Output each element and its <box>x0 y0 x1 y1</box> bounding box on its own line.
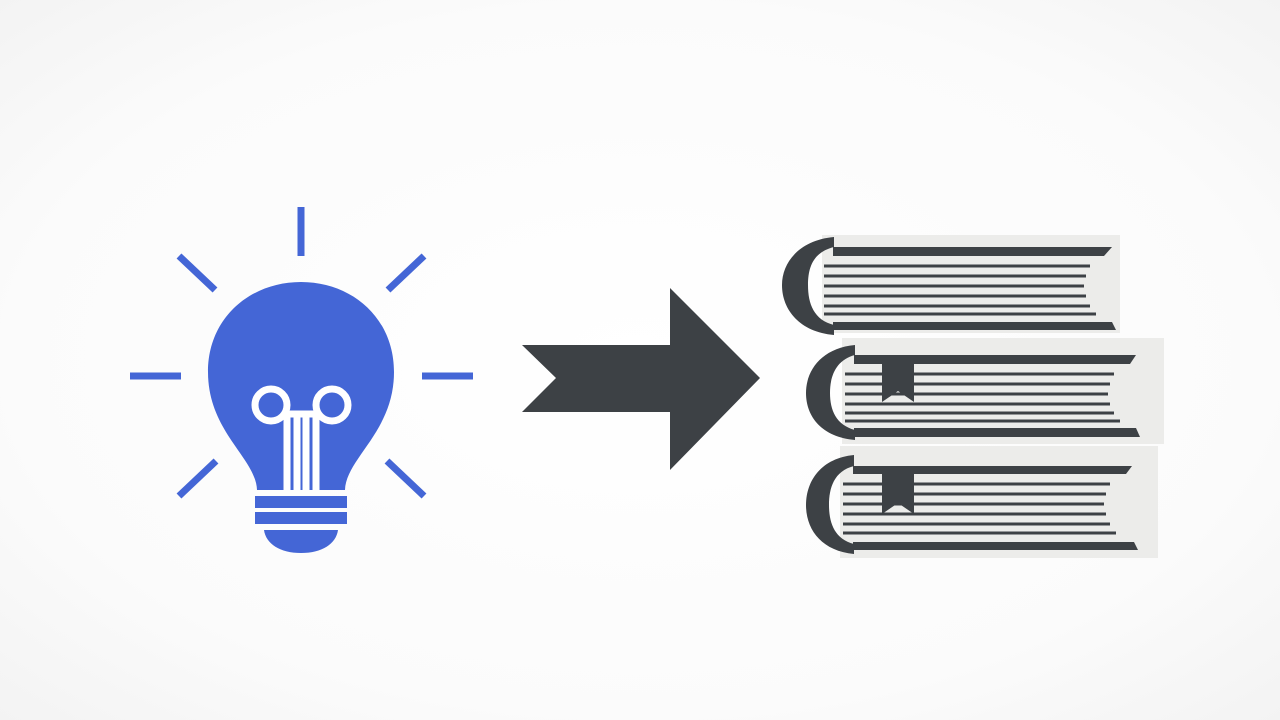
book-bottom-bookmark <box>882 470 914 514</box>
bulb-glass <box>208 282 394 490</box>
light-rays <box>130 207 473 499</box>
ray-bottom-left <box>176 458 219 499</box>
book-bottom <box>806 446 1158 558</box>
book-middle <box>806 338 1164 444</box>
bulb-base-band-2 <box>255 512 347 524</box>
book-middle-spine <box>806 345 855 440</box>
ray-top-left <box>176 253 218 293</box>
ray-bottom-right <box>384 458 427 499</box>
arrow-right-icon <box>522 288 760 470</box>
filament-loop-left <box>251 385 291 425</box>
book-top-front-cover <box>833 247 1112 256</box>
book-top <box>782 235 1120 335</box>
book-bottom-back-cover <box>853 542 1138 550</box>
book-middle-bookmark <box>882 357 914 402</box>
book-bottom-spine <box>806 455 854 554</box>
book-bottom-front-cover <box>853 466 1132 474</box>
bulb-filament <box>251 385 352 490</box>
book-stack-icon <box>782 235 1164 558</box>
lightbulb-icon <box>130 207 473 553</box>
book-middle-front-cover <box>854 355 1136 364</box>
book-top-page-lines <box>824 264 1096 316</box>
filament-loop-right <box>312 385 352 425</box>
book-top-spine <box>782 237 834 335</box>
bulb-base-tip <box>264 530 338 553</box>
bulb-base-band-1 <box>255 496 347 508</box>
book-top-back-cover <box>833 322 1116 330</box>
ray-top-right <box>385 253 427 293</box>
book-middle-back-cover <box>854 428 1140 437</box>
